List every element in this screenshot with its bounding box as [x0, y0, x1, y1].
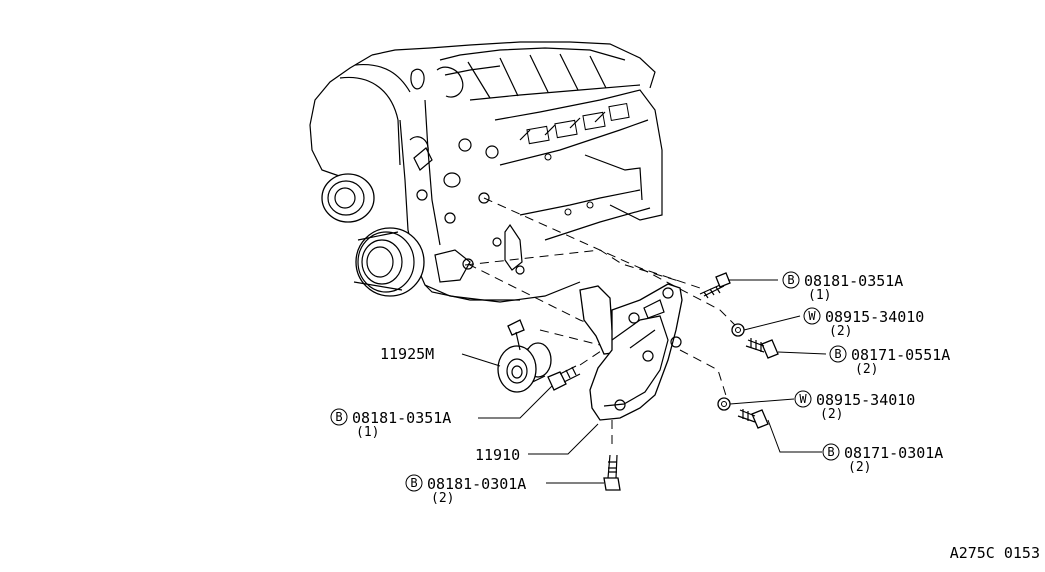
part-number: 08915-34010	[825, 308, 924, 326]
part-number: 08171-0301A	[844, 444, 943, 462]
callout-bolt-bottom: B 08181-0301A (2)	[405, 474, 526, 506]
part-label-idler-pulley: 11925M	[380, 345, 434, 363]
callout-bolt-left: B 08181-0351A (1)	[330, 408, 451, 440]
callout-prefix: W	[799, 392, 807, 406]
idler-pulley-drawing	[497, 319, 552, 393]
part-number: 08171-0551A	[851, 346, 950, 364]
part-number: 08181-0351A	[804, 272, 903, 290]
callout-prefix: B	[335, 410, 342, 424]
fastener-drawings	[547, 272, 779, 491]
callout-prefix: B	[827, 445, 834, 459]
quantity: (2)	[829, 324, 852, 339]
callout-bolt-top: B 08181-0351A (1)	[782, 271, 903, 303]
part-number: 08915-34010	[816, 391, 915, 409]
quantity: (1)	[356, 425, 379, 440]
quantity: (2)	[855, 362, 878, 377]
quantity: (2)	[820, 407, 843, 422]
part-label-bracket: 11910	[475, 446, 520, 464]
part-number: 08181-0301A	[427, 475, 526, 493]
diagram-code: A275C 0153	[950, 544, 1040, 562]
callout-washer-upper: W 08915-34010 (2)	[803, 307, 924, 339]
callout-prefix: B	[834, 347, 841, 361]
part-number: 08181-0351A	[352, 409, 451, 427]
callout-prefix: B	[410, 476, 417, 490]
engine-block-drawing	[309, 41, 663, 303]
callout-bolt-lower-right: B 08171-0301A (2)	[822, 443, 943, 475]
callout-prefix: W	[808, 309, 816, 323]
quantity: (1)	[808, 288, 831, 303]
leader-lines	[461, 279, 827, 484]
callout-bolt-upper-right: B 08171-0551A (2)	[829, 345, 950, 377]
bracket-11910-drawing	[579, 283, 683, 421]
quantity: (2)	[848, 460, 871, 475]
quantity: (2)	[431, 491, 454, 506]
callout-prefix: B	[787, 273, 794, 287]
callout-washer-lower: W 08915-34010 (2)	[794, 390, 915, 422]
